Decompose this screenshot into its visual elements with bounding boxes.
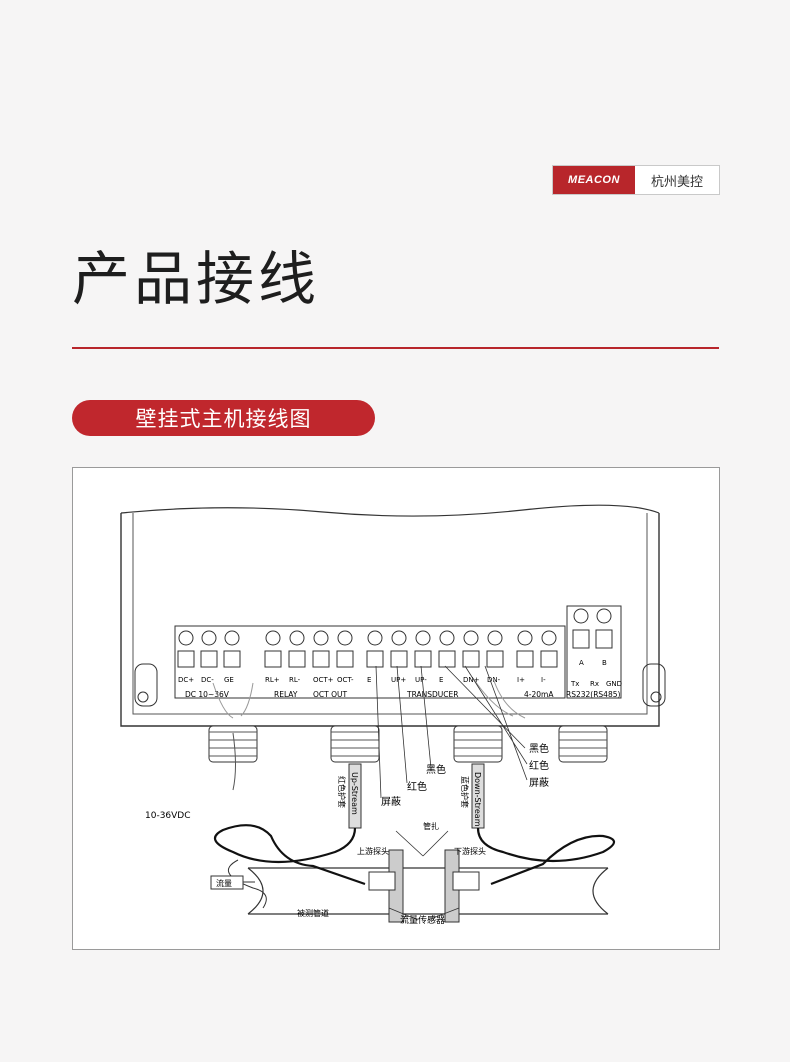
page-title: 产品接线	[72, 245, 321, 313]
sensor-label: 流量传感器	[400, 914, 445, 926]
terminal-label: DC-	[201, 676, 214, 684]
terminal-socket	[486, 650, 504, 668]
terminal-label: UP+	[391, 676, 406, 684]
cable-down-cn: 蓝色护套	[460, 776, 470, 808]
terminal-screw	[517, 630, 533, 646]
terminal-socket	[414, 650, 432, 668]
wire-label-right-shield: 屏蔽	[529, 777, 549, 789]
terminal-socket	[336, 650, 354, 668]
terminal-label: I+	[517, 676, 525, 684]
terminal-socket	[438, 650, 456, 668]
terminal-screw	[487, 630, 503, 646]
pipe	[248, 867, 608, 915]
section-title: 壁挂式主机接线图	[72, 400, 375, 436]
terminal-label: E	[439, 676, 443, 684]
label-relay: RELAY	[274, 690, 298, 699]
flow-label: 流量	[216, 878, 232, 888]
rs232-socket	[572, 629, 590, 649]
cable-gland	[453, 725, 503, 763]
terminal-label: OCT-	[337, 676, 354, 684]
terminal-screw	[178, 630, 194, 646]
cable-glands	[208, 725, 608, 763]
terminal-label: UP-	[415, 676, 427, 684]
terminal-screw	[337, 630, 353, 646]
terminal-socket	[223, 650, 241, 668]
cable-gland	[208, 725, 258, 763]
terminal-screw	[201, 630, 217, 646]
terminal-screw	[313, 630, 329, 646]
wire-label-left-shield: 屏蔽	[381, 796, 401, 808]
terminal-label: E	[367, 676, 371, 684]
title-divider	[72, 347, 719, 349]
terminal-socket	[462, 650, 480, 668]
cable-gland	[558, 725, 608, 763]
terminal-label: RL-	[289, 676, 301, 684]
terminal-screw	[224, 630, 240, 646]
terminal-screw	[439, 630, 455, 646]
brand-badge: MEACON 杭州美控	[552, 165, 720, 195]
terminal-socket	[177, 650, 195, 668]
terminal-screw	[265, 630, 281, 646]
wire-label-right-black: 黑色	[529, 742, 549, 755]
terminal-label: GE	[224, 676, 234, 684]
terminal-label: OCT+	[313, 676, 334, 684]
terminal-socket	[264, 650, 282, 668]
wire-label-right-red: 红色	[529, 759, 549, 772]
cable-down-en: Down-Stream	[473, 772, 482, 827]
rs232-screw	[573, 608, 589, 624]
housing-outline	[120, 513, 660, 727]
power-label: 10-36VDC	[145, 811, 191, 821]
terminal-screw	[367, 630, 383, 646]
terminal-socket	[200, 650, 218, 668]
terminal-screw	[463, 630, 479, 646]
terminal-screw	[541, 630, 557, 646]
clamp-label: 管扎	[423, 821, 439, 831]
terminal-socket	[516, 650, 534, 668]
terminal-screw	[391, 630, 407, 646]
terminal-label: I-	[541, 676, 546, 684]
terminal-label: DN+	[463, 676, 480, 684]
label-4-20ma: 4-20mA	[524, 690, 554, 699]
terminal-socket	[312, 650, 330, 668]
terminal-label: RL+	[265, 676, 280, 684]
rs232-gnd: GND	[606, 680, 622, 688]
rs232-a: A	[579, 659, 584, 667]
terminal-socket	[540, 650, 558, 668]
cable-gland	[330, 725, 380, 763]
label-oct: OCT OUT	[313, 690, 347, 699]
wire-label-left-red: 红色	[407, 780, 427, 793]
brand-logo: MEACON	[553, 166, 635, 194]
rs232-socket	[595, 629, 613, 649]
terminal-screw	[289, 630, 305, 646]
cable-up-en: Up-Stream	[350, 772, 359, 815]
rs232-screw	[596, 608, 612, 624]
brand-name: 杭州美控	[650, 174, 703, 190]
cable-up-cn: 红色护套	[337, 776, 347, 808]
pipe-label: 被测管道	[297, 908, 329, 918]
terminal-socket	[390, 650, 408, 668]
terminal-socket	[288, 650, 306, 668]
terminal-label: DC+	[178, 676, 194, 684]
downstream-probe-label: 下游探头	[454, 846, 486, 856]
rs232-tx: Tx	[570, 680, 579, 688]
label-transducer: TRANSDUCER	[406, 690, 458, 699]
wire-label-left-black: 黑色	[426, 763, 446, 776]
label-dc: DC 10~36V	[185, 690, 230, 699]
label-rs232: RS232(RS485)	[566, 690, 621, 699]
terminal-screw	[415, 630, 431, 646]
rs232-rx: Rx	[590, 680, 599, 688]
rs232-b: B	[602, 659, 607, 667]
terminal-socket	[366, 650, 384, 668]
upstream-probe-label: 上游探头	[357, 846, 389, 856]
